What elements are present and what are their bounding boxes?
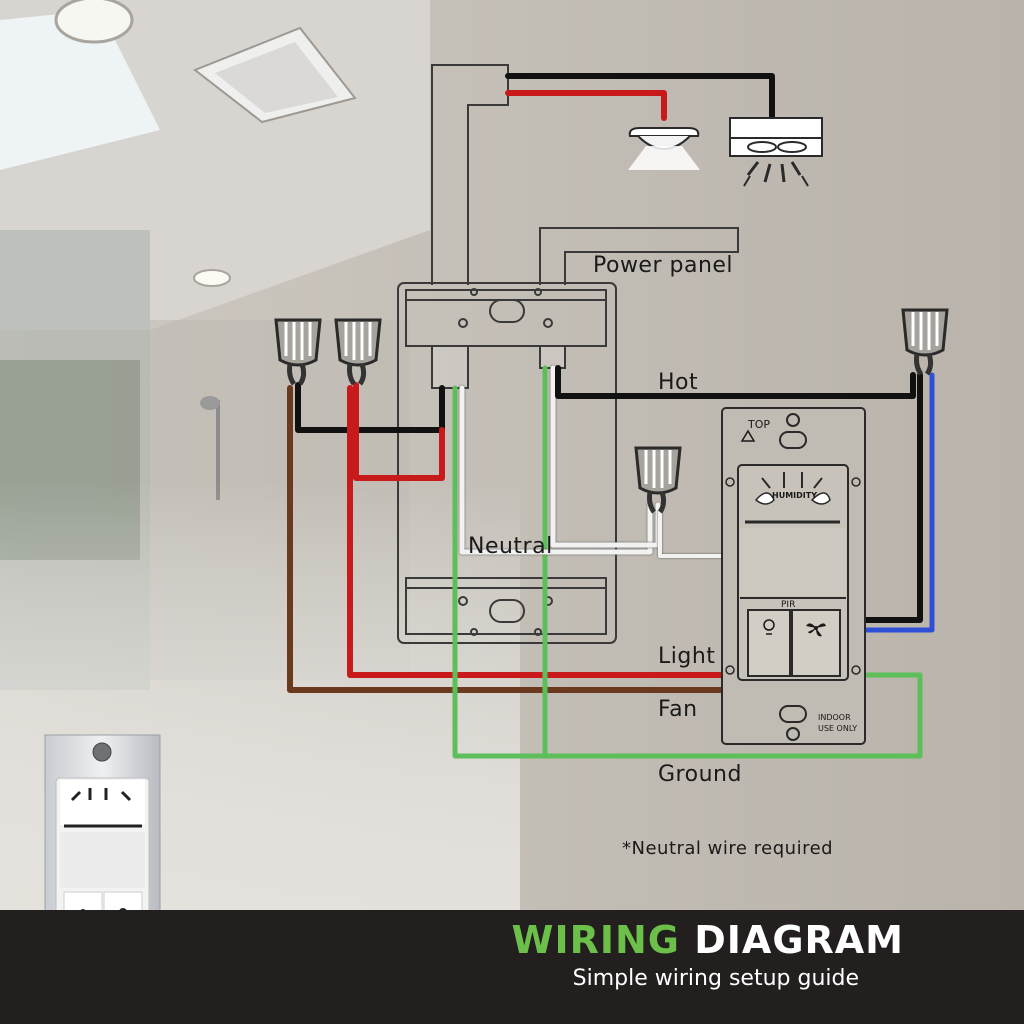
switch-top-label: TOP xyxy=(747,418,770,431)
wall-box xyxy=(397,282,617,644)
wire-nut-icon xyxy=(901,308,949,376)
wire-feed-light xyxy=(505,90,667,121)
humidity-label: HUMIDITY xyxy=(772,491,817,500)
power-panel-label: Power panel xyxy=(593,253,734,278)
light-label: Light xyxy=(658,644,716,669)
fan-icon xyxy=(806,623,826,637)
sensor-switch: TOP HUMIDITY PIR INDOOR USE ONLY xyxy=(721,407,866,745)
leaf-icon xyxy=(754,492,775,505)
ground-label: Ground xyxy=(658,762,742,787)
light-fixture-icon xyxy=(628,127,700,170)
wire-load-black xyxy=(295,382,445,433)
power-panel-conduits xyxy=(431,64,739,285)
bulb-icon xyxy=(763,619,775,635)
banner-title-rest: DIAGRAM xyxy=(694,918,904,962)
neutral-label: Neutral xyxy=(468,534,553,559)
triangle-icon xyxy=(740,429,756,442)
neutral-note: *Neutral wire required xyxy=(622,838,834,859)
light-button[interactable] xyxy=(747,609,791,677)
wire-neutral-switch xyxy=(658,510,724,558)
humidity-rays-icon xyxy=(761,472,823,489)
wire-load-blue xyxy=(863,372,935,633)
wire-hot xyxy=(555,365,916,399)
wire-nuts xyxy=(274,308,949,514)
fan-label: Fan xyxy=(658,697,698,722)
wire-ground xyxy=(452,385,923,759)
fan-button[interactable] xyxy=(791,609,841,677)
exhaust-fan-icon xyxy=(729,117,823,187)
banner-title-accent: WIRING xyxy=(511,918,680,962)
banner-title: WIRING DIAGRAM xyxy=(512,918,904,962)
wire-switch-hot xyxy=(863,372,923,623)
wires xyxy=(287,73,935,759)
indoor-label: INDOOR xyxy=(818,713,851,722)
hot-label: Hot xyxy=(658,370,699,395)
wire-nut-icon xyxy=(634,446,682,514)
wire-nut-icon xyxy=(334,318,382,386)
pir-label: PIR xyxy=(781,600,795,610)
banner xyxy=(0,910,1024,1024)
wire-nut-icon xyxy=(274,318,322,386)
wire-feed-hot xyxy=(505,73,775,121)
wire-load-red xyxy=(353,382,445,481)
leaf-icon xyxy=(810,492,831,505)
wire-neutral xyxy=(459,385,653,555)
banner-subtitle: Simple wiring setup guide xyxy=(572,966,859,991)
wire-light xyxy=(347,385,725,678)
use-only-label: USE ONLY xyxy=(818,724,857,733)
wire-fan xyxy=(287,385,725,693)
